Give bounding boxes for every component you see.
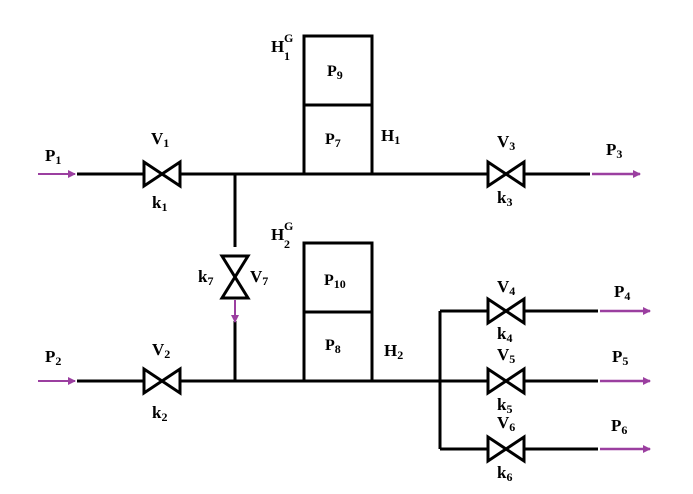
label-k7: k7	[198, 267, 213, 288]
valves	[142, 159, 526, 464]
label-v5: V5	[497, 345, 515, 366]
label-p1: P1	[45, 146, 61, 167]
label-v6: V6	[497, 413, 515, 434]
tank-p9	[302, 34, 374, 107]
label-k1: k1	[152, 193, 167, 214]
label-p8: P8	[325, 337, 341, 356]
tank-upper	[302, 34, 374, 176]
flow-arrows	[38, 170, 651, 453]
label-h1g-sub: 1	[284, 49, 290, 63]
valve-v7-icon	[219, 254, 251, 300]
label-v7: V7	[250, 267, 268, 288]
label-h1: H1	[381, 126, 400, 147]
label-k5: k5	[497, 395, 512, 416]
label-k4: k4	[497, 324, 512, 345]
label-h2g-sub: 2	[284, 237, 290, 251]
tank-lower	[302, 241, 374, 383]
label-h2g-sup: G	[284, 219, 293, 233]
label-h2g-main: H	[271, 225, 284, 244]
valve-v2-icon	[142, 366, 182, 396]
valve-v4-icon	[486, 296, 526, 326]
label-k2: k2	[152, 403, 167, 424]
label-h2: H2	[384, 341, 403, 362]
label-v2: V2	[152, 340, 170, 361]
label-p10: P10	[324, 272, 346, 291]
label-k3: k3	[497, 188, 512, 209]
tank-p8	[302, 310, 374, 383]
valve-v1-icon	[142, 159, 182, 189]
label-v1: V1	[151, 129, 169, 150]
label-h1g-sup: G	[284, 31, 293, 45]
label-p4: P4	[614, 282, 630, 303]
label-p3: P3	[606, 140, 622, 161]
valve-v6-icon	[486, 434, 526, 464]
label-p6: P6	[611, 416, 627, 437]
label-v3: V3	[497, 132, 515, 153]
label-k6: k6	[497, 463, 512, 484]
tank-p10	[302, 241, 374, 314]
label-p7: P7	[325, 131, 341, 150]
label-p2: P2	[45, 347, 61, 368]
tank-p7	[302, 103, 374, 176]
valve-v5-icon	[486, 366, 526, 396]
label-h1g-main: H	[271, 37, 284, 56]
label-v4: V4	[497, 277, 515, 298]
label-h1g: H G 1	[271, 31, 293, 63]
valve-v3-icon	[486, 159, 526, 189]
label-p9: P9	[327, 63, 343, 82]
label-p5: P5	[612, 347, 628, 368]
label-h2g: H G 2	[271, 219, 293, 251]
labels: P1 P2 P3 P4 P5 P6 V1 V2 V3 V4 V5 V6 V7 k…	[45, 31, 630, 484]
